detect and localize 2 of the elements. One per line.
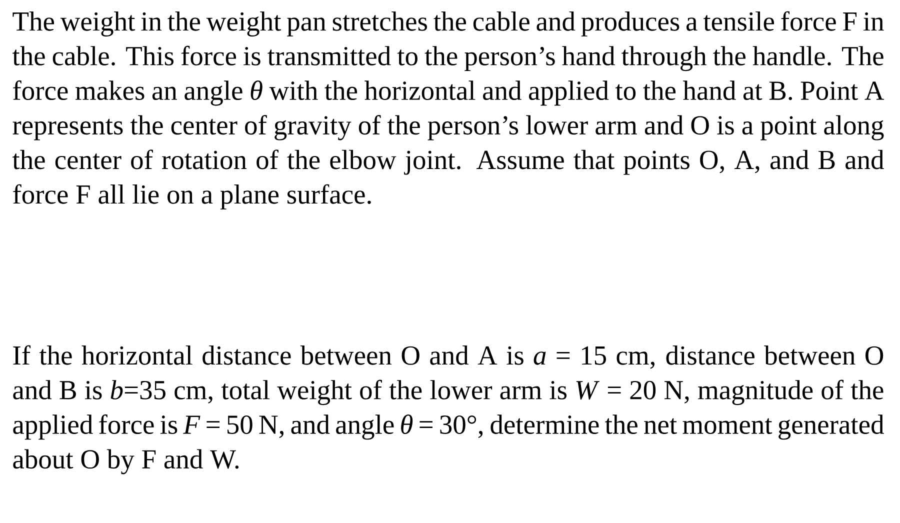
paragraph: If the horizontal distance between O and A is a = 15 cm, distance between O and B is b=35 cm, total weight of the lower arm is W = 20 N, magnitude of the applied force is F = 50 N, and angle θ = 30°, determine the net moment generated about O by F and W. [13,345,884,474]
paragraph: The weight in the weight pan stretches the cable and produces a tensile force F in the cable. This force is transmitted to the person’s hand through the handle. The force makes an angle θ with the horizontal and applied to the hand at B. Point A represents the center of gravity of the person’s lower arm and O is a point along the center of rotation of the elbow joint. Assume that points O, A, and B and force F all lie on a plane surface. [12,11,884,210]
